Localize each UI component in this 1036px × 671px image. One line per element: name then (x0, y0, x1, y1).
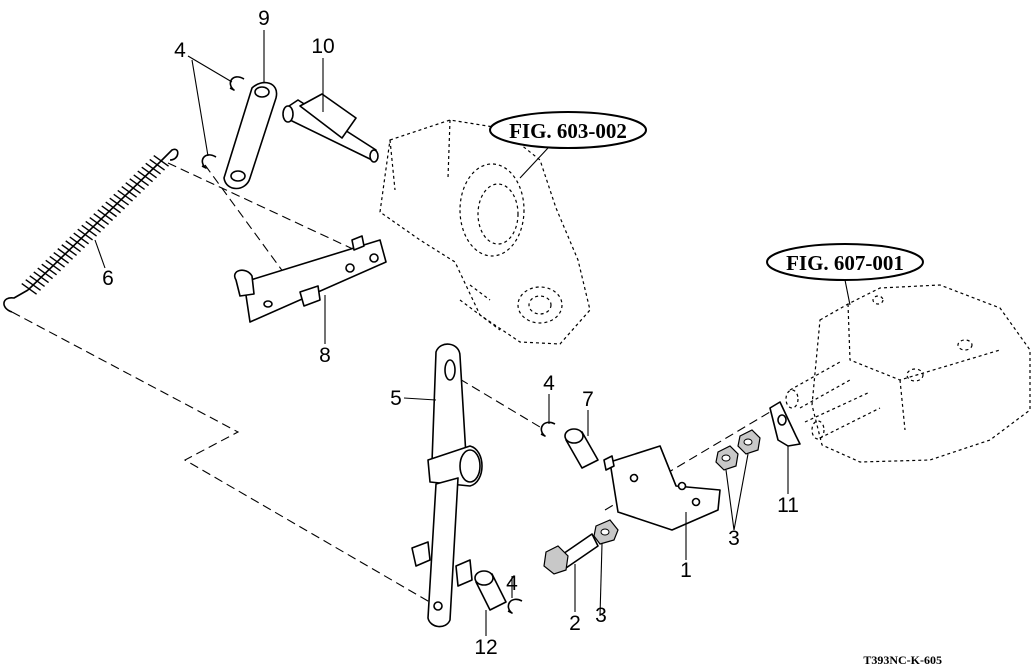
spring-coil (89, 217, 106, 229)
spring-coil (117, 189, 134, 202)
spring-coil (101, 205, 118, 218)
callout-4-top: 4 (174, 39, 186, 62)
callout-4-bottom: 4 (506, 572, 518, 595)
fig-603-label[interactable]: FIG. 603-002 (509, 119, 627, 143)
lock-plate-11 (769, 401, 801, 447)
ghost-valve-block-607 (785, 284, 1031, 463)
spring-coil (141, 166, 158, 179)
spring-coil (21, 282, 38, 295)
spring-coil (25, 279, 42, 291)
spring-coil (49, 255, 66, 268)
callout-2: 2 (569, 612, 581, 635)
spring-coil (41, 263, 58, 276)
bushings (474, 428, 599, 611)
spring-coil (121, 186, 138, 198)
callout-10: 10 (311, 35, 334, 58)
figure-reference-603[interactable]: FIG. 603-002 (489, 111, 647, 149)
callout-12: 12 (474, 636, 497, 659)
callout-leaders (94, 30, 789, 636)
spring-coil (129, 178, 146, 191)
spring-coil (97, 209, 114, 222)
spring-coil (61, 244, 78, 256)
spring-coil (65, 240, 82, 253)
spring-coil (77, 228, 94, 241)
callout-4-middle: 4 (543, 372, 555, 395)
spring-coil (73, 232, 90, 245)
bracket-1 (603, 445, 721, 531)
plate-lever-8 (233, 235, 387, 323)
callout-9: 9 (258, 7, 270, 30)
spring-coil (137, 170, 154, 183)
ghost-housing-603 (379, 119, 591, 345)
spring-coil (93, 213, 110, 225)
callout-6: 6 (102, 267, 114, 290)
callout-11: 11 (777, 494, 799, 517)
callout-8: 8 (319, 344, 331, 367)
callout-3-right: 3 (728, 527, 740, 550)
spring-coil (57, 248, 74, 260)
spring-coil (153, 154, 170, 167)
spring-coil (133, 174, 150, 187)
fig-607-label[interactable]: FIG. 607-001 (786, 251, 904, 275)
spring-coil (45, 259, 62, 272)
lever-link-9 (223, 81, 278, 190)
callout-3-bottom: 3 (595, 604, 607, 627)
spring-coil (145, 162, 162, 175)
spring-coil (125, 182, 142, 194)
spring-coil (81, 224, 98, 237)
spring-coil (109, 197, 126, 210)
figure-reference-607[interactable]: FIG. 607-001 (766, 243, 924, 281)
spring-coil (33, 271, 50, 284)
spring-coil (53, 251, 70, 264)
spring-coil (37, 267, 54, 280)
spring-coil (69, 236, 86, 249)
spring-coil (149, 158, 166, 171)
lever-arm-5 (411, 343, 483, 628)
bolt-and-nuts (543, 429, 761, 575)
assembly-lines (11, 162, 771, 609)
callout-1: 1 (680, 559, 692, 582)
callout-5: 5 (390, 387, 402, 410)
spring-coil (85, 220, 102, 233)
spring-coil (105, 201, 122, 214)
spring-coil (29, 275, 46, 288)
callout-numbers: 9 4 10 6 8 5 4 7 1 3 11 4 2 3 12 (102, 7, 799, 659)
drawing-code: T393NC-K-605 (863, 653, 942, 667)
e-clip-group (201, 76, 556, 614)
spring-coil (113, 193, 130, 206)
pin-shaft-10 (282, 93, 379, 163)
tension-spring (3, 148, 179, 313)
callout-7: 7 (582, 388, 594, 411)
